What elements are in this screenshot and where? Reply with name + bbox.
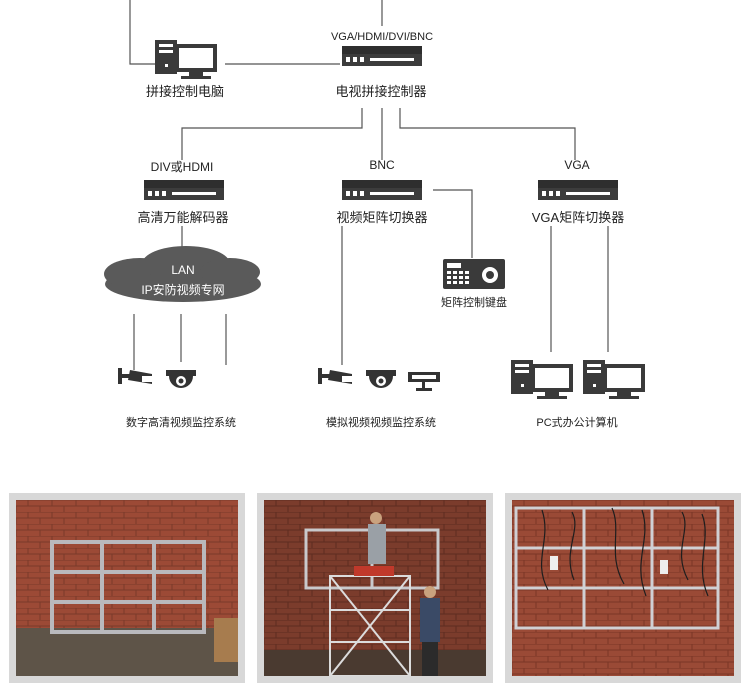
cloud-network-label: IP安防视频专网 [141, 283, 225, 297]
vga-matrix-server-icon [538, 180, 618, 200]
vga-signal-label: VGA [564, 158, 590, 172]
desktop-computer-icon [155, 40, 217, 79]
photo-steel-frame [9, 493, 245, 683]
box-camera-icon [408, 372, 440, 391]
bnc-matrix-name-label: 视频矩阵切换器 [336, 210, 428, 225]
cctv-bullet-camera-icon [318, 368, 352, 384]
network-cloud-icon [104, 246, 261, 302]
controller-name-label: 电视拼接控制器 [335, 84, 427, 99]
vga-matrix-name-label: VGA矩阵切换器 [531, 210, 625, 225]
bnc-matrix-server-icon [342, 180, 422, 200]
cctv-bullet-camera-icon [118, 368, 152, 384]
dome-camera-icon [366, 370, 396, 388]
connector-lines [129, 0, 609, 370]
analog-system-label: 模拟视频视频监控系统 [326, 417, 436, 429]
photo-installation-workers [257, 493, 493, 683]
keyboard-name-label: 矩阵控制键盘 [441, 297, 507, 309]
decoder-name-label: 高清万能解码器 [137, 210, 229, 225]
cloud-lan-label: LAN [171, 263, 195, 277]
system-diagram [104, 0, 645, 399]
desktop-computer-icon [511, 360, 573, 399]
control-keyboard-icon [443, 259, 505, 289]
bnc-signal-label: BNC [369, 158, 395, 172]
decoder-server-icon [144, 180, 224, 200]
dome-camera-icon [166, 370, 196, 388]
controller-signal-label: VGA/HDMI/DVI/BNC [330, 31, 434, 43]
photo-frame-with-cables [505, 493, 741, 683]
splicing-controller-icon [342, 46, 422, 66]
hd-system-label: 数字高清视频监控系统 [126, 417, 236, 429]
pc-name-label: 拼接控制电脑 [145, 84, 225, 99]
decoder-signal-label: DIV或HDMI [150, 160, 214, 174]
desktop-computer-icon [583, 360, 645, 399]
pc-system-label: PC式办公计算机 [536, 417, 618, 429]
